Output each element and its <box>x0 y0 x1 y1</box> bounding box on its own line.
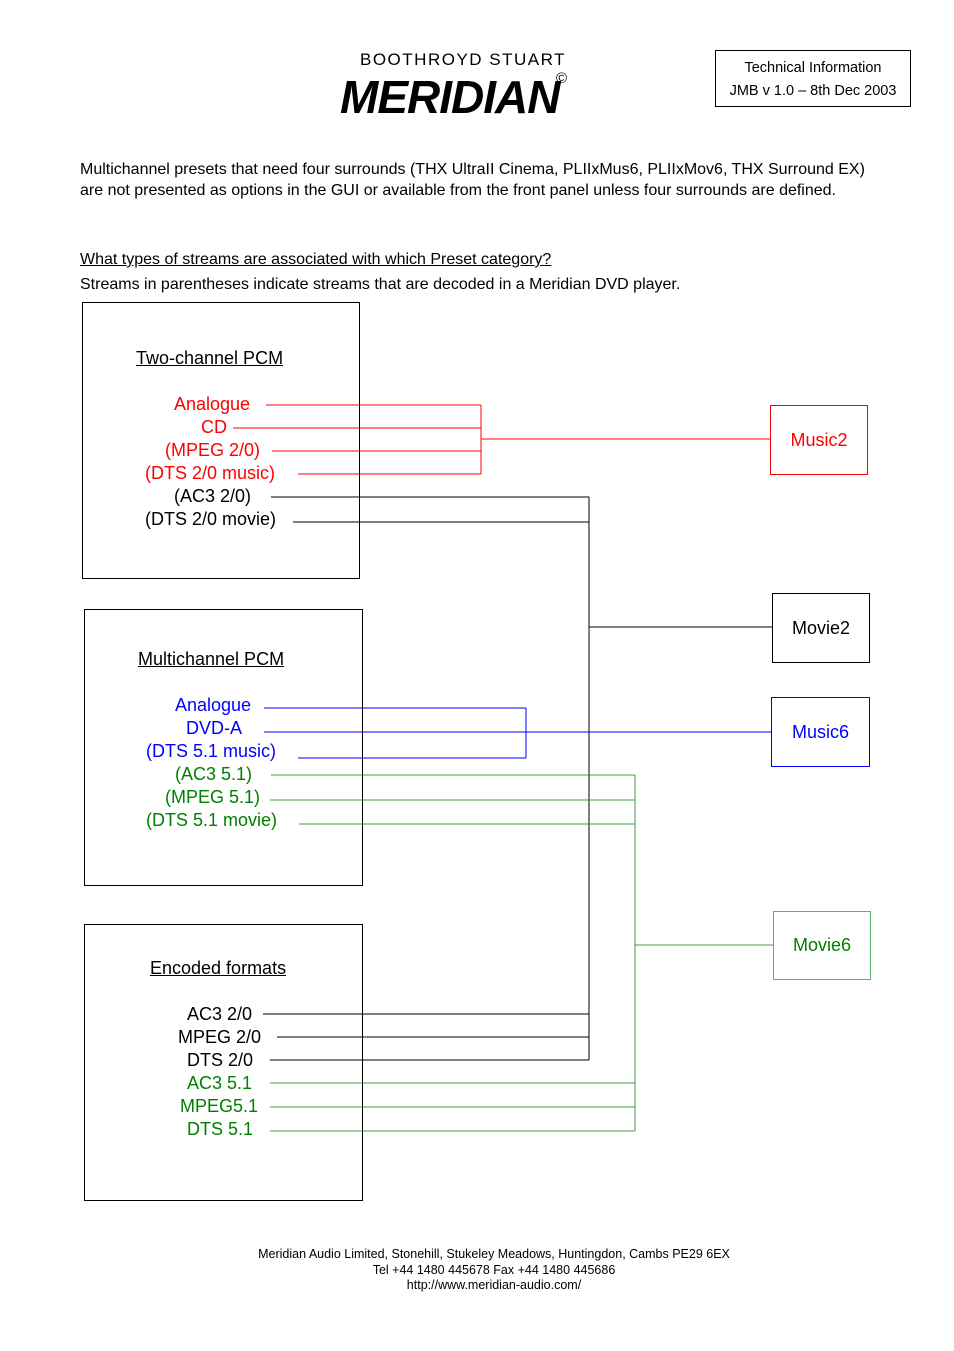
encoded-ac3-5-1: AC3 5.1 <box>187 1073 253 1093</box>
stream-dts-2-0-movie: (DTS 2/0 movie) <box>145 509 277 529</box>
logo-company-name: BOOTHROYD STUART <box>360 50 566 69</box>
stream-dts-5-1-music: (DTS 5.1 music) <box>146 741 277 761</box>
stream-dvd-a: DVD-A <box>186 718 243 738</box>
logo-copyright-mark: © <box>556 70 568 87</box>
stream-cd: CD <box>201 417 227 437</box>
stream-ac3-5-1: (AC3 5.1) <box>175 764 253 784</box>
encoded-dts-2-0: DTS 2/0 <box>187 1050 254 1070</box>
stream-mpeg-5-1: (MPEG 5.1) <box>165 787 261 807</box>
footer-website: http://www.meridian-audio.com/ <box>406 1278 582 1292</box>
stream-mpeg-2-0: (MPEG 2/0) <box>165 440 261 460</box>
encoded-dts-5-1: DTS 5.1 <box>187 1119 254 1139</box>
movie2-wires <box>263 496 772 1061</box>
music6-wires <box>264 707 771 759</box>
group-encoded-formats <box>84 924 363 1201</box>
info-version: JMB v 1.0 – 8th Dec 2003 <box>729 83 897 99</box>
info-title: Technical Information <box>744 60 882 76</box>
section-question: What types of streams are associated wit… <box>80 251 552 268</box>
stream-analogue-multi: Analogue <box>175 695 252 715</box>
intro-paragraph: Multichannel presets that need four surr… <box>80 161 865 199</box>
encoded-ac3-2-0: AC3 2/0 <box>187 1004 253 1024</box>
footer: Meridian Audio Limited, Stonehill, Stuke… <box>0 1247 954 1294</box>
group-title-encoded: Encoded formats <box>150 958 287 978</box>
group-multichannel-pcm <box>84 609 363 886</box>
logo-wordmark: MERIDIAN <box>340 71 560 123</box>
preset-movie6: Movie6 <box>773 911 871 980</box>
preset-music2: Music2 <box>770 405 868 475</box>
stream-dts-5-1-movie: (DTS 5.1 movie) <box>146 810 278 830</box>
group-title-two-channel: Two-channel PCM <box>136 348 284 368</box>
music2-wires <box>233 404 770 475</box>
encoded-mpeg5-1: MPEG5.1 <box>180 1096 259 1116</box>
encoded-mpeg-2-0: MPEG 2/0 <box>178 1027 262 1047</box>
footer-phone: Tel +44 1480 445678 Fax +44 1480 445686 <box>372 1262 616 1277</box>
group-title-multichannel: Multichannel PCM <box>138 649 285 669</box>
stream-dts-2-0-music: (DTS 2/0 music) <box>145 463 276 483</box>
movie6-wires <box>270 774 773 1132</box>
preset-movie2: Movie2 <box>772 593 870 663</box>
preset-music6: Music6 <box>771 697 870 767</box>
technical-info-box: Technical Information JMB v 1.0 – 8th De… <box>715 50 911 107</box>
footer-address: Meridian Audio Limited, Stonehill, Stuke… <box>258 1247 730 1261</box>
parentheses-note: Streams in parentheses indicate streams … <box>80 276 681 293</box>
group-two-channel-pcm <box>82 302 360 579</box>
stream-ac3-2-0: (AC3 2/0) <box>174 486 252 506</box>
stream-analogue: Analogue <box>174 394 251 414</box>
